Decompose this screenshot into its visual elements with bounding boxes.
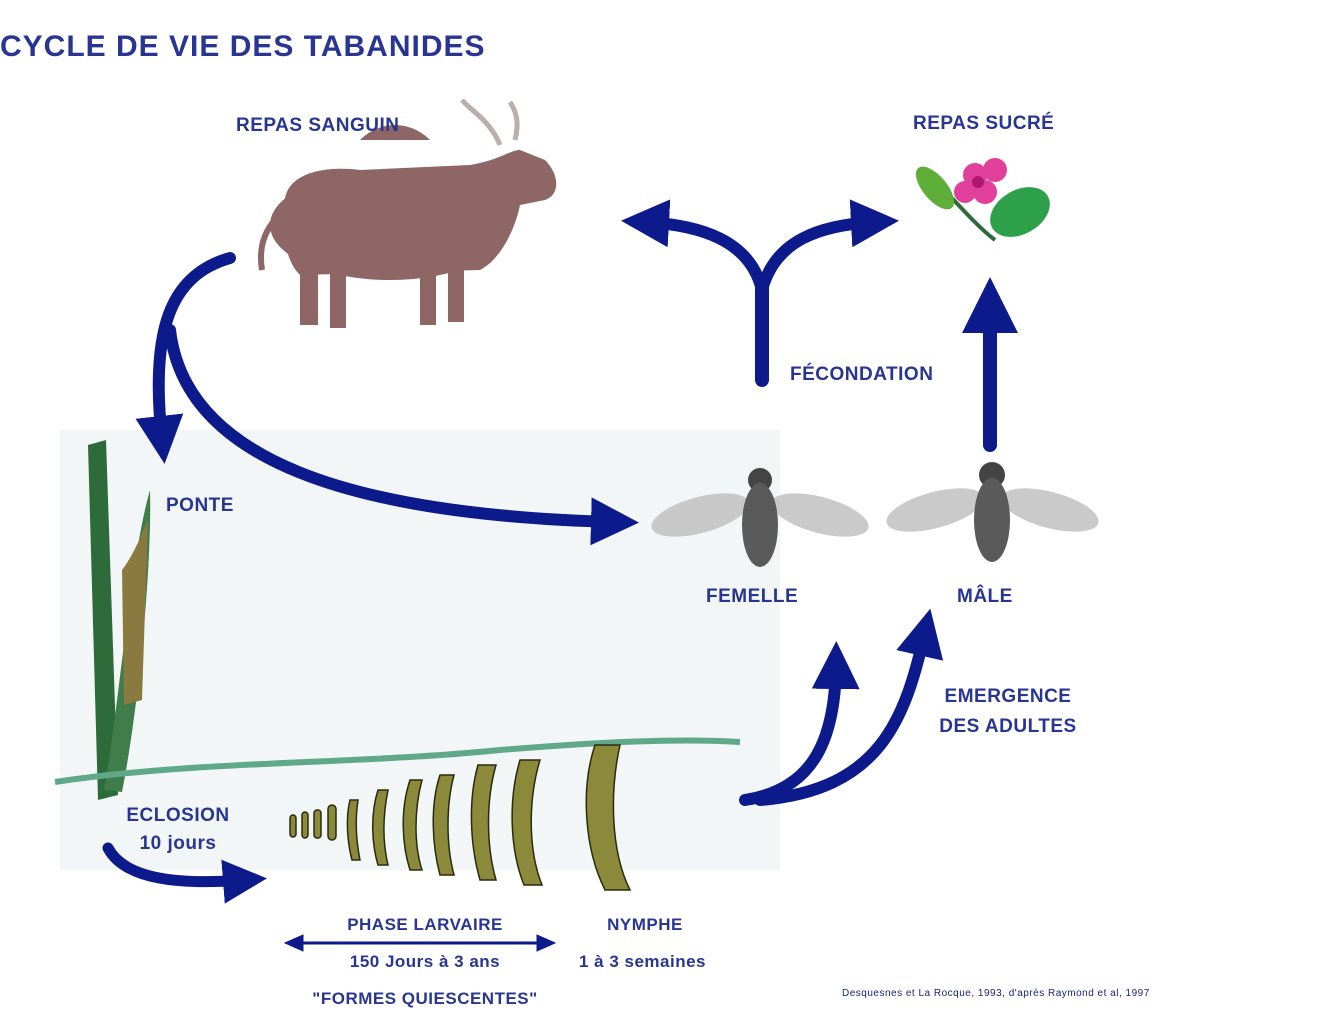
label-formes-quiescentes: "FORMES QUIESCENTES" <box>312 989 538 1008</box>
male-fly-icon <box>886 462 1099 562</box>
label-repas-sucre: REPAS SUCRÉ <box>913 113 1055 134</box>
label-fecondation: FÉCONDATION <box>790 364 934 385</box>
label-nymphe-duration: 1 à 3 semaines <box>578 952 707 971</box>
arrow-cow-to-ponte <box>135 252 236 464</box>
source-citation: Desquesnes et La Rocque, 1993, d'après R… <box>842 988 1150 999</box>
label-male: MÂLE <box>957 586 1013 607</box>
flower-icon <box>915 158 1050 242</box>
female-fly-icon <box>651 468 869 567</box>
arrow-to-repas-sanguin <box>621 199 768 296</box>
phase-larvaire-double-arrow <box>283 934 557 952</box>
label-repas-sanguin: REPAS SANGUIN <box>236 115 400 136</box>
label-nymphe: NYMPHE <box>607 915 683 934</box>
label-eclosion-duration: 10 jours <box>139 833 217 854</box>
arrow-emergence-male <box>754 608 944 806</box>
ground-line <box>54 737 741 785</box>
page-title: CYCLE DE VIE DES TABANIDES <box>0 30 486 63</box>
label-ponte: PONTE <box>166 495 234 516</box>
cycle-arrows <box>102 199 1018 904</box>
arrow-eclosion <box>102 842 267 904</box>
label-emergence-line2: DES ADULTES <box>939 716 1077 737</box>
label-phase-larvaire: PHASE LARVAIRE <box>347 915 503 934</box>
grass-icon <box>88 440 151 800</box>
label-emergence-line1: EMERGENCE <box>944 686 1072 707</box>
cow-icon <box>258 98 557 328</box>
label-femelle: FEMELLE <box>706 586 799 607</box>
arrow-cow-to-female <box>164 324 639 546</box>
label-eclosion-line1: ECLOSION <box>126 805 230 826</box>
larva-series-icon <box>289 744 632 891</box>
label-phase-larvaire-duration: 150 Jours à 3 ans <box>349 952 501 971</box>
arrow-to-repas-sucre <box>756 199 899 296</box>
